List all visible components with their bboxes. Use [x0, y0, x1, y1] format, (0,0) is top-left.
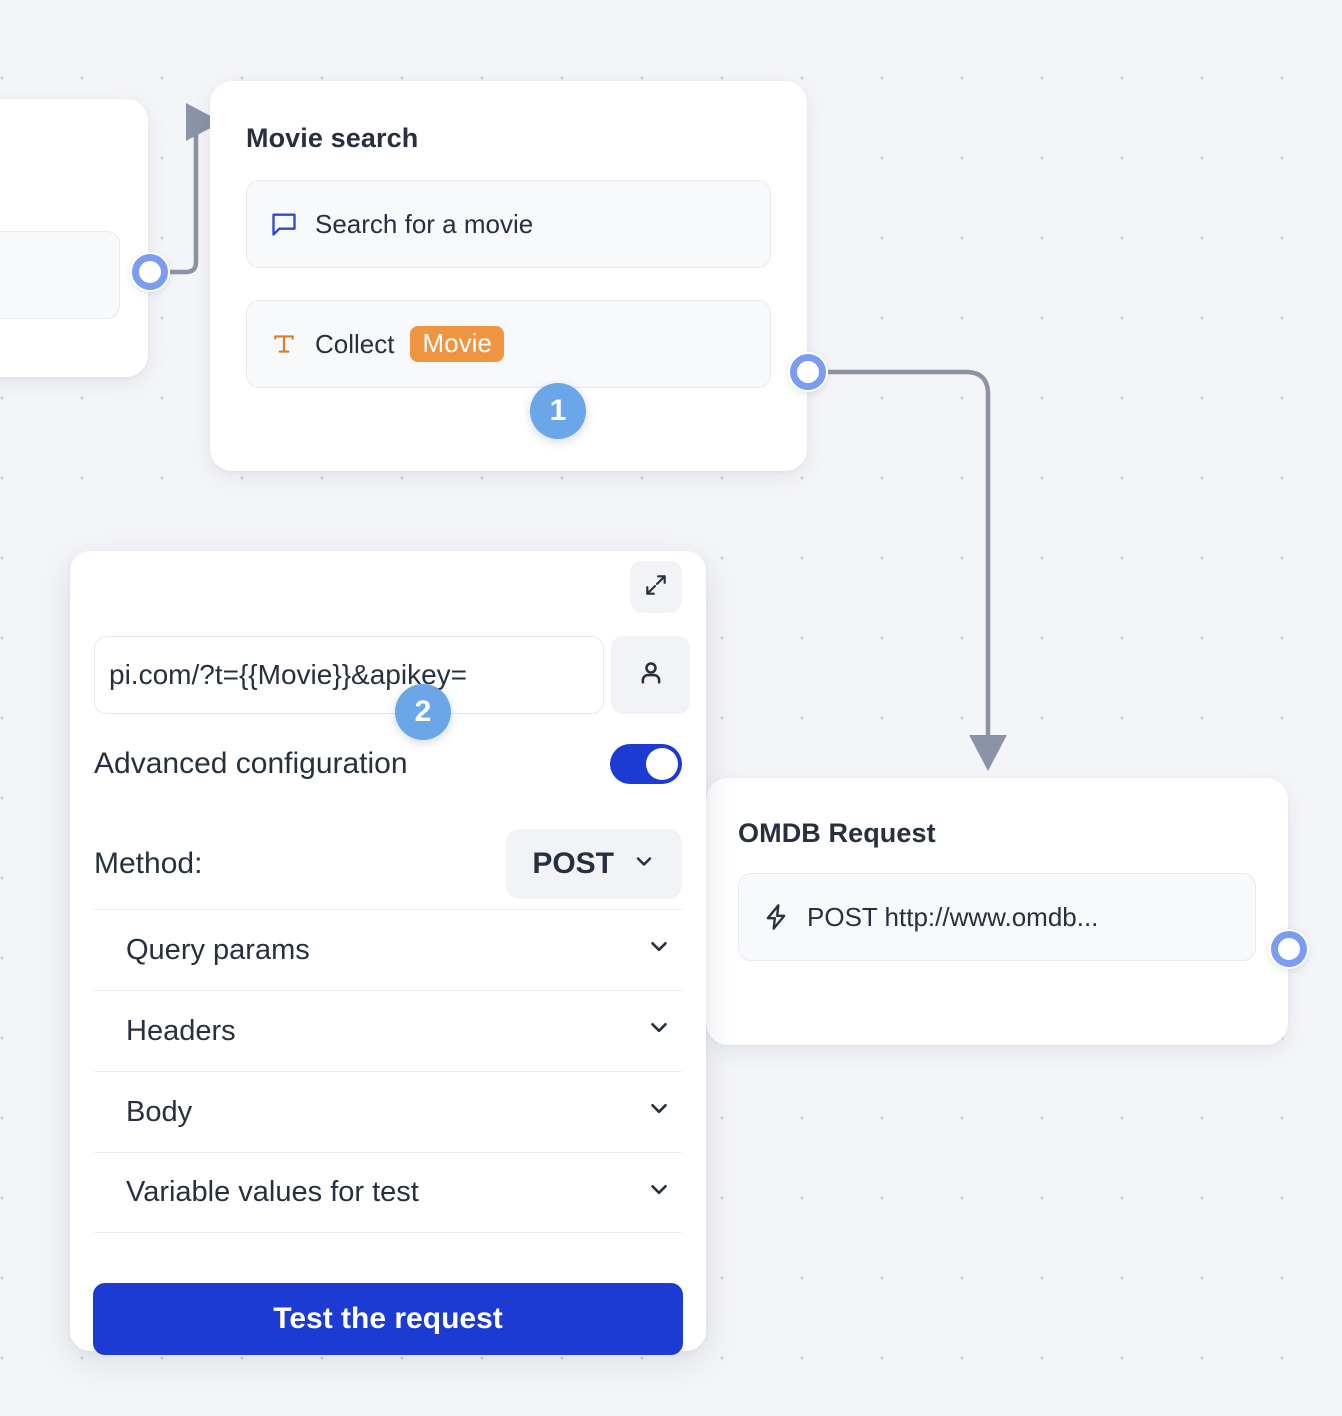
method-select[interactable]: POST: [506, 829, 682, 899]
node-row-collect-movie[interactable]: Collect Movie: [246, 300, 771, 388]
chevron-down-icon[interactable]: [646, 1014, 672, 1048]
expand-panel-button[interactable]: [630, 561, 682, 613]
node-movie-search[interactable]: Movie search Search for a movie Collect …: [210, 81, 807, 471]
chevron-down-icon: [632, 847, 656, 881]
advanced-configuration-toggle[interactable]: [610, 744, 682, 784]
section-body[interactable]: Body: [94, 1071, 682, 1152]
callout-badge-1: 1: [530, 383, 586, 439]
url-row: pi.com/?t={{Movie}}&apikey=: [94, 636, 690, 714]
method-row: Method: POST: [94, 829, 682, 899]
node-row-search-for-a-movie[interactable]: Search for a movie: [246, 180, 771, 268]
section-query-params[interactable]: Query params: [94, 909, 682, 990]
chevron-down-icon[interactable]: [646, 1095, 672, 1129]
previous-node[interactable]: [0, 99, 148, 377]
advanced-configuration-row: Advanced configuration: [94, 744, 682, 784]
node-row-label: Collect: [315, 328, 395, 359]
advanced-configuration-label: Advanced configuration: [94, 747, 408, 780]
node-row-label: POST http://www.omdb...: [807, 901, 1099, 932]
text-type-icon: [269, 331, 299, 357]
section-variable-values-for-test[interactable]: Variable values for test: [94, 1152, 682, 1233]
callout-badge-2: 2: [395, 684, 451, 740]
node-omdb-request[interactable]: OMDB Request POST http://www.omdb...: [706, 778, 1288, 1045]
port-omdb-output[interactable]: [1269, 929, 1309, 969]
node-row-post-request[interactable]: POST http://www.omdb...: [738, 873, 1256, 961]
method-selected-value: POST: [532, 847, 614, 880]
port-movie-search-output[interactable]: [788, 352, 828, 392]
test-the-request-button[interactable]: Test the request: [93, 1283, 683, 1355]
person-icon: [636, 658, 666, 693]
section-headers[interactable]: Headers: [94, 990, 682, 1071]
config-sections: Query params Headers Body: [94, 909, 682, 1233]
method-label: Method:: [94, 847, 203, 880]
section-label: Headers: [126, 1014, 236, 1047]
request-url-input[interactable]: pi.com/?t={{Movie}}&apikey=: [94, 636, 604, 714]
expand-diagonal-icon: [643, 572, 669, 603]
node-title-omdb-request: OMDB Request: [738, 818, 936, 848]
section-label: Body: [126, 1095, 193, 1128]
chevron-down-icon[interactable]: [646, 933, 672, 967]
chevron-down-icon[interactable]: [646, 1176, 672, 1210]
auth-button[interactable]: [611, 636, 690, 714]
previous-node-row[interactable]: [0, 231, 120, 319]
variable-chip-movie[interactable]: Movie: [410, 326, 504, 362]
section-label: Query params: [126, 933, 310, 966]
chat-bubble-icon: [269, 210, 299, 238]
node-row-label: Search for a movie: [315, 208, 534, 239]
request-config-panel[interactable]: pi.com/?t={{Movie}}&apikey= Advanced con…: [70, 551, 706, 1351]
port-previous-output[interactable]: [130, 252, 170, 292]
lightning-bolt-icon: [761, 903, 791, 931]
section-label: Variable values for test: [126, 1176, 419, 1208]
node-title-movie-search: Movie search: [246, 123, 419, 153]
